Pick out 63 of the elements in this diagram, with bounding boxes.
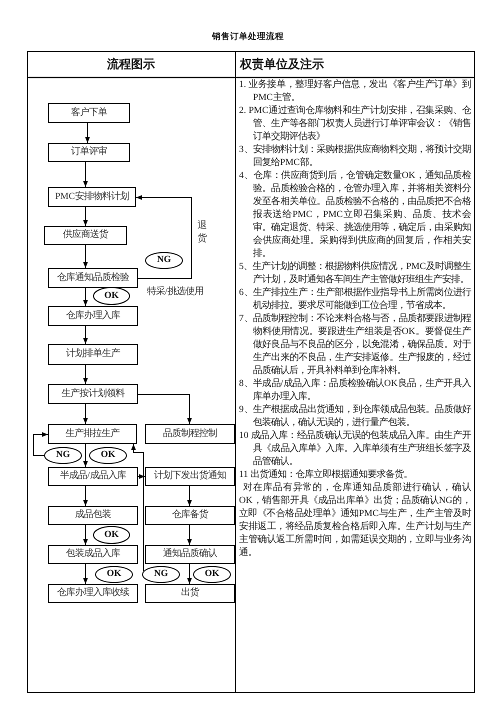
process-box: 仓库备货	[145, 506, 235, 525]
process-box: 计划排单生产	[48, 344, 138, 365]
arrow	[187, 486, 192, 506]
arrow	[83, 524, 88, 546]
arrow	[83, 444, 88, 468]
arrow	[131, 444, 144, 572]
process-box: PMC安排物料计划	[48, 187, 136, 207]
arrow	[83, 564, 88, 584]
arrow	[187, 524, 192, 546]
note-item: 1. 业务接单，整理好客户信息，发出《客户生产订单》到PMC主管。	[239, 79, 471, 105]
result-ellipse: OK	[193, 566, 231, 583]
arrow	[83, 244, 88, 268]
arrow	[83, 364, 88, 384]
arrow	[83, 162, 88, 188]
arrow	[138, 474, 146, 479]
note-item: 5、生产计划的调整：根据物料供应情况，PMC及时调整生产计划，及时通知各车间生产主管做好班组生产安排。	[239, 261, 471, 287]
arrow	[83, 288, 88, 306]
process-box: 客户下单	[48, 103, 130, 123]
note-item: 11 出货通知：仓库立即根据通知要求备货。	[239, 469, 412, 482]
note-item: 3、安排物料计划：采购根据供应商物料交期，将预计交期回复给PMC部。	[239, 144, 471, 170]
note-item: 7、品质制程控制：不论来料合格与否，品质都要跟进制程物料使用情况。要跟进生产组装是否OK。要督促生产做好良品与不良品的区分，以免混淆，确保品质。对于生产出来的不良品，生产安排返修。生产报废的，经过品质确认后，开具补料单到仓库补料。	[239, 313, 471, 378]
process-box: 半成品/成品入库	[48, 467, 138, 486]
note-item: 2. PMC通过查询仓库物料和生产计划安排，召集采购、仓管、生产等各部门权责人员进行订单评审会议：《销售订单交期评估表》	[239, 105, 471, 144]
arrow	[83, 404, 88, 424]
result-ellipse: OK	[89, 447, 127, 464]
process-box: 通知品质确认	[145, 545, 235, 564]
result-ellipse: NG	[44, 447, 82, 464]
process-box: 计划下发出货通知	[145, 467, 235, 486]
result-ellipse: NG	[145, 252, 183, 269]
note-item: 9、生产根据成品出货通知，到仓库领成品包装。品质做好包装确认，确认无误的，进行量产包装。	[239, 404, 471, 430]
note-item: 4、仓库：供应商货到后，仓管确定数量OK，通知品质检验。品质检验合格的，仓管办理入库，并将相关资料分发至各相关单位。品质检验不合格的，由品质把不合格报表送给PMC，PMC立即召集采购、品质、技术会审。确定退货、特采、挑选使用等，确定后，由采购知会供应商处理。采购得到供应商的回复后，作相关安排。	[239, 170, 471, 261]
page-title: 销售订单处理流程	[212, 31, 284, 42]
arrow	[138, 394, 192, 424]
process-box: 仓库办理入库	[48, 306, 138, 326]
arrow	[136, 195, 192, 279]
note-paragraph: 对在库品有异常的，仓库通知品质部进行确认，确认OK，销售部开具《成品出库单》出货；品质确认NG的，立即《不合格品处理单》通知PMC与生产，生产主管及时安排返工，将经品质复检合格后即入库。生产计划与生产主管确认返工所需时间，如需延误交期的，立即与业务沟通。	[239, 482, 471, 560]
annotation-text: 特采/挑选使用	[147, 287, 204, 298]
arrow	[83, 326, 88, 344]
note-item: 10 成品入库：经品质确认无误的包装成品入库。由生产开具《成品入库单》入库。入库单须有生产班组长签字及品管确认。	[239, 430, 471, 469]
edge-label: 退货	[197, 220, 207, 246]
arrow	[85, 122, 90, 144]
result-ellipse: NG	[142, 566, 180, 583]
process-box: 包装成品入库	[48, 545, 138, 564]
note-item: 6、生产排拉生产：生产部根据作业指导书上所需岗位进行机动排拉。要求尽可能做到工位合理，节省成本。	[239, 287, 471, 313]
process-box: 订单评审	[48, 143, 130, 162]
process-box: 供应商送货	[44, 226, 127, 245]
arrow	[83, 206, 88, 226]
result-ellipse: OK	[95, 566, 133, 583]
process-box: 生产按计划领料	[48, 384, 138, 404]
process-box: 仓库办理入库收续	[48, 584, 138, 603]
result-ellipse: OK	[93, 526, 130, 544]
process-box: 仓库通知品质检验	[48, 268, 138, 288]
process-box: 成品包装	[48, 506, 138, 525]
arrow	[187, 564, 192, 584]
note-item: 8、半成品/成品入库：品质检验确认OK良品，生产开具入库单办理入库。	[239, 378, 471, 404]
process-box: 出货	[145, 584, 235, 603]
arrow	[33, 432, 48, 456]
process-box: 品质制程控制	[145, 424, 235, 444]
arrow	[83, 486, 88, 506]
column-header: 流程图示	[107, 56, 155, 72]
result-ellipse: OK	[93, 287, 130, 305]
process-box: 生产排拉生产	[48, 424, 137, 444]
column-header: 权责单位及注示	[240, 56, 324, 72]
